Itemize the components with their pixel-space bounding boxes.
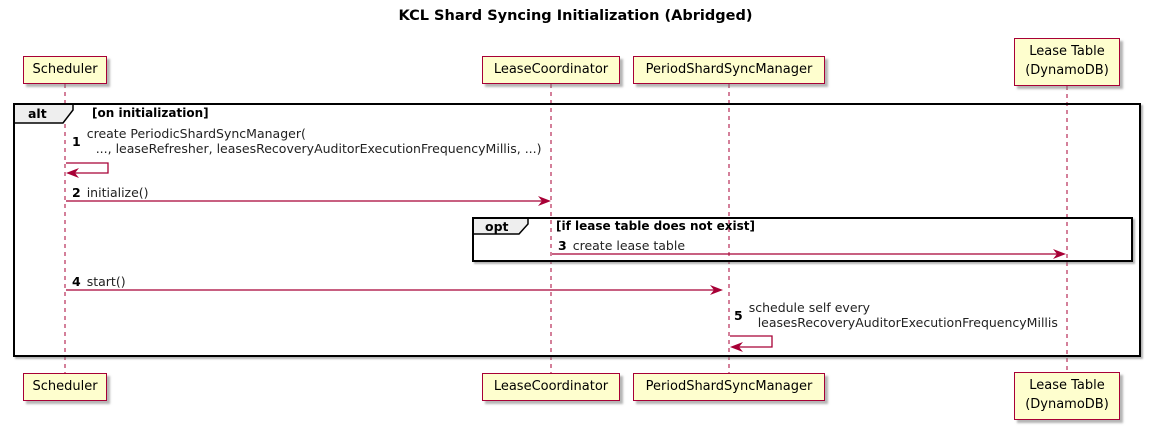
message-4-number: 4 [72, 274, 81, 289]
message-1-text-line2: ..., leaseRefresher, leasesRecoveryAudit… [95, 141, 542, 156]
message-3-text: create lease table [572, 238, 686, 253]
participant-lease-coordinator-bottom: LeaseCoordinator [482, 373, 620, 401]
participant-period-shard-sync-manager-bottom: PeriodShardSyncManager [633, 373, 825, 401]
participant-lease-table-label-line1: Lease Table [1029, 44, 1105, 60]
message-3-number: 3 [558, 238, 567, 253]
participant-lease-table-label-line2: (DynamoDB) [1025, 397, 1109, 412]
participant-lease-table-label-line1: Lease Table [1029, 378, 1105, 394]
participant-scheduler-top: Scheduler [23, 56, 107, 84]
alt-frame [13, 103, 1141, 357]
message-5-self-arrow [730, 335, 773, 348]
message-5-text-line1: schedule self every [748, 300, 871, 315]
message-1-arrowhead-icon [66, 168, 79, 178]
message-4-text: start() [86, 274, 126, 289]
participant-lease-coordinator-label: LeaseCoordinator [493, 378, 609, 394]
message-1-number: 1 [72, 133, 81, 149]
message-2-text: initialize() [86, 185, 149, 200]
participant-period-shard-sync-manager-top: PeriodShardSyncManager [633, 56, 825, 84]
participant-scheduler-label: Scheduler [32, 61, 98, 77]
diagram-title: KCL Shard Syncing Initialization (Abridg… [398, 8, 753, 24]
message-2-arrowhead-icon [538, 196, 551, 206]
participant-lease-table-label-line2: (DynamoDB) [1025, 63, 1109, 78]
message-4: 4 start() [72, 274, 126, 289]
participant-scheduler-bottom: Scheduler [23, 373, 107, 401]
participant-lease-table-top: Lease Table (DynamoDB) [1014, 38, 1120, 86]
participant-lease-table-bottom: Lease Table (DynamoDB) [1014, 372, 1120, 420]
opt-frame [472, 217, 1133, 262]
message-3: 3 create lease table [558, 238, 685, 253]
message-4-arrowhead-icon [710, 285, 723, 295]
opt-frame-guard: [if lease table does not exist] [556, 219, 756, 233]
message-5-text-line2: leasesRecoveryAuditorExecutionFrequencyM… [757, 315, 1058, 330]
participant-lease-coordinator-top: LeaseCoordinator [482, 56, 620, 84]
message-5: 5 schedule self every leasesRecoveryAudi… [734, 300, 1058, 330]
message-1-self-arrow [66, 162, 109, 174]
message-1: 1 create PeriodicShardSyncManager( ..., … [72, 126, 542, 156]
message-2-number: 2 [72, 185, 81, 200]
alt-frame-label: alt [28, 106, 47, 121]
opt-frame-label: opt [485, 219, 509, 234]
participant-lease-coordinator-label: LeaseCoordinator [493, 61, 609, 77]
message-5-number: 5 [734, 307, 743, 323]
alt-frame-guard: [on initialization] [92, 106, 209, 120]
message-2: 2 initialize() [72, 185, 149, 200]
participant-period-shard-sync-manager-label: PeriodShardSyncManager [645, 61, 813, 77]
message-1-text-line1: create PeriodicShardSyncManager( [86, 126, 306, 141]
participant-scheduler-label: Scheduler [32, 378, 98, 394]
message-5-arrowhead-icon [730, 342, 743, 352]
message-3-arrowhead-icon [1053, 249, 1066, 259]
participant-period-shard-sync-manager-label: PeriodShardSyncManager [645, 378, 813, 394]
